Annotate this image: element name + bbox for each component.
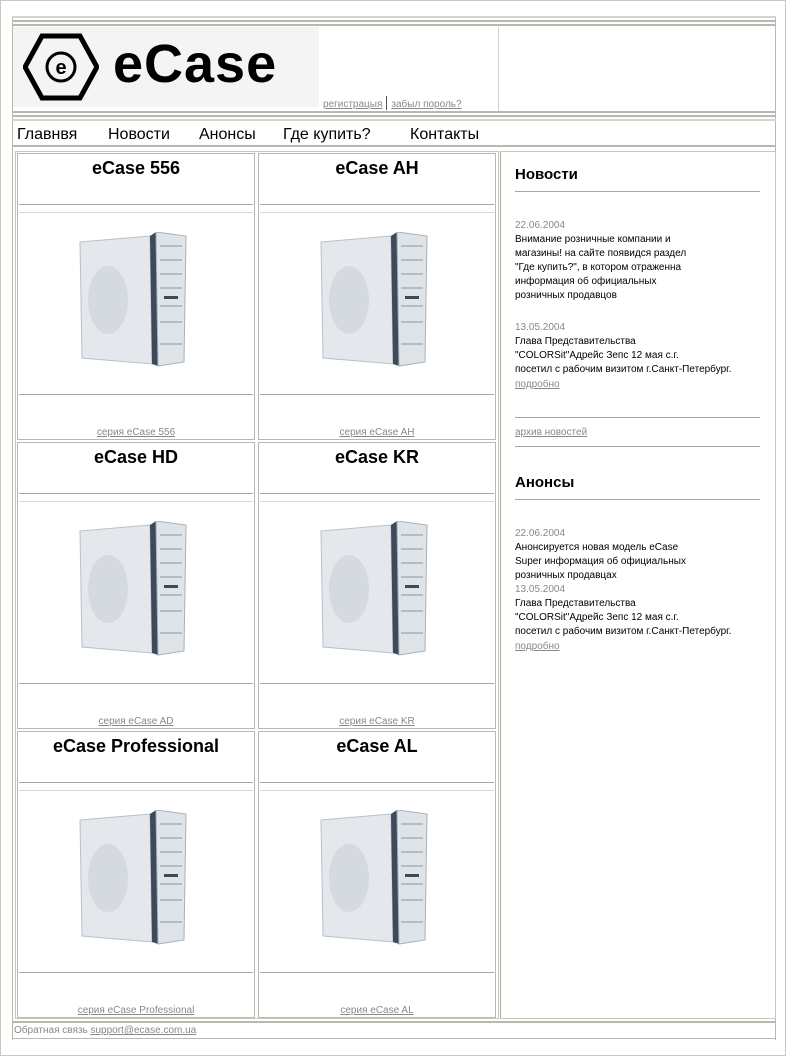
auth-separator bbox=[386, 96, 388, 110]
pc-tower-case-image[interactable] bbox=[76, 810, 188, 948]
card-divider bbox=[19, 972, 253, 973]
news-date: 13.05.2004 bbox=[515, 322, 566, 333]
announcement-more-link[interactable]: подробно bbox=[515, 641, 560, 652]
news-text: Внимание розничные компании и магазины! … bbox=[515, 234, 687, 301]
news-more-link[interactable]: подробно bbox=[515, 379, 560, 390]
product-card: eCase KR серия eCase KR bbox=[258, 442, 496, 729]
announcement-date: 13.05.2004 bbox=[515, 584, 566, 595]
product-series-link[interactable]: серия eCase KR bbox=[339, 716, 415, 727]
logo-letter: e bbox=[55, 57, 66, 79]
product-series-link[interactable]: серия eCase Professional bbox=[77, 1005, 195, 1016]
top-rule-bars bbox=[12, 16, 776, 28]
pc-tower-case-image[interactable] bbox=[76, 521, 188, 659]
nav-item-announcements[interactable]: Анонсы bbox=[199, 126, 256, 143]
nav-item-news[interactable]: Новости bbox=[108, 126, 170, 143]
pc-tower-case-image[interactable] bbox=[76, 232, 188, 370]
pc-tower-case-image[interactable] bbox=[317, 521, 429, 659]
product-title[interactable]: eCase KR bbox=[334, 447, 420, 467]
header-blank-area bbox=[319, 27, 499, 111]
card-divider bbox=[260, 501, 494, 502]
nav-item-home[interactable]: Главнвя bbox=[17, 126, 78, 143]
card-divider bbox=[19, 204, 253, 205]
card-divider bbox=[260, 394, 494, 395]
news-divider bbox=[515, 446, 760, 447]
card-divider bbox=[260, 972, 494, 973]
sidebar: Новости 22.06.2004 Внимание розничные ко… bbox=[500, 151, 776, 1019]
footer-email-link[interactable]: support@ecase.com.ua bbox=[90, 1025, 197, 1036]
product-card: eCase Professional серия eCase Professio… bbox=[17, 731, 255, 1018]
footer: Обратная связь support@ecase.com.ua bbox=[12, 1021, 776, 1039]
logo-text: eCase bbox=[113, 34, 278, 94]
card-divider bbox=[260, 790, 494, 791]
card-divider bbox=[260, 683, 494, 684]
product-card: eCase HD серия eCase AD bbox=[17, 442, 255, 729]
pc-tower-case-image[interactable] bbox=[317, 232, 429, 370]
news-heading-rule bbox=[515, 191, 760, 192]
card-divider bbox=[19, 683, 253, 684]
card-divider bbox=[260, 493, 494, 494]
card-divider bbox=[19, 394, 253, 395]
register-link[interactable]: регистрацыя bbox=[323, 99, 383, 110]
auth-links: регистрацыя забыл пороль? bbox=[323, 96, 462, 110]
card-divider bbox=[260, 204, 494, 205]
product-title[interactable]: eCase AH bbox=[335, 158, 419, 178]
site-header: e eCase регистрацыя забыл пороль? bbox=[12, 27, 776, 111]
logo[interactable]: e eCase bbox=[13, 27, 319, 107]
product-card: eCase AL серия eCase AL bbox=[258, 731, 496, 1018]
product-series-link[interactable]: серия eCase AH bbox=[339, 427, 415, 438]
product-card: eCase 556 серия eCase 556 bbox=[17, 153, 255, 440]
product-title[interactable]: eCase AL bbox=[336, 736, 418, 756]
card-divider bbox=[19, 493, 253, 494]
header-rule-bars bbox=[12, 111, 776, 123]
forgot-password-link[interactable]: забыл пороль? bbox=[391, 99, 462, 110]
news-date: 22.06.2004 bbox=[515, 220, 566, 231]
card-divider bbox=[260, 782, 494, 783]
product-title[interactable]: eCase HD bbox=[93, 447, 179, 467]
announcement-text: Глава Представительства "COLORSit"Адрейс… bbox=[515, 598, 732, 637]
product-series-link[interactable]: серия eCase 556 bbox=[96, 427, 176, 438]
news-text: Глава Представительства "COLORSit"Адрейс… bbox=[515, 336, 732, 375]
card-divider bbox=[19, 501, 253, 502]
card-divider bbox=[19, 790, 253, 791]
card-divider bbox=[19, 782, 253, 783]
nav-item-contacts[interactable]: Контакты bbox=[410, 126, 480, 143]
announcements-heading-rule bbox=[515, 499, 760, 500]
product-card: eCase AH серия eCase AH bbox=[258, 153, 496, 440]
product-series-link[interactable]: серия eCase AL bbox=[340, 1005, 414, 1016]
announcement-text: Анонсируется новая модель eCase Super ин… bbox=[515, 542, 686, 581]
product-series-link[interactable]: серия eCase AD bbox=[98, 716, 174, 727]
product-title[interactable]: eCase 556 bbox=[91, 158, 181, 178]
nav-item-where-to-buy[interactable]: Где купить? bbox=[283, 126, 371, 143]
main-nav: Главнвя Новости Анонсы Где купить? Конта… bbox=[12, 122, 776, 147]
product-title[interactable]: eCase Professional bbox=[52, 736, 220, 756]
product-grid: eCase 556 серия eCase 556 eCase AH bbox=[15, 151, 499, 1019]
card-divider bbox=[260, 212, 494, 213]
news-archive-link[interactable]: архив новостей bbox=[515, 427, 588, 438]
footer-feedback-label: Обратная связь bbox=[14, 1025, 88, 1036]
announcements-heading: Анонсы bbox=[515, 474, 575, 491]
card-divider bbox=[19, 212, 253, 213]
hexagon-e-logo-icon: e bbox=[23, 33, 99, 101]
news-divider bbox=[515, 417, 760, 418]
news-heading: Новости bbox=[515, 166, 578, 183]
announcement-date: 22.06.2004 bbox=[515, 528, 566, 539]
pc-tower-case-image[interactable] bbox=[317, 810, 429, 948]
